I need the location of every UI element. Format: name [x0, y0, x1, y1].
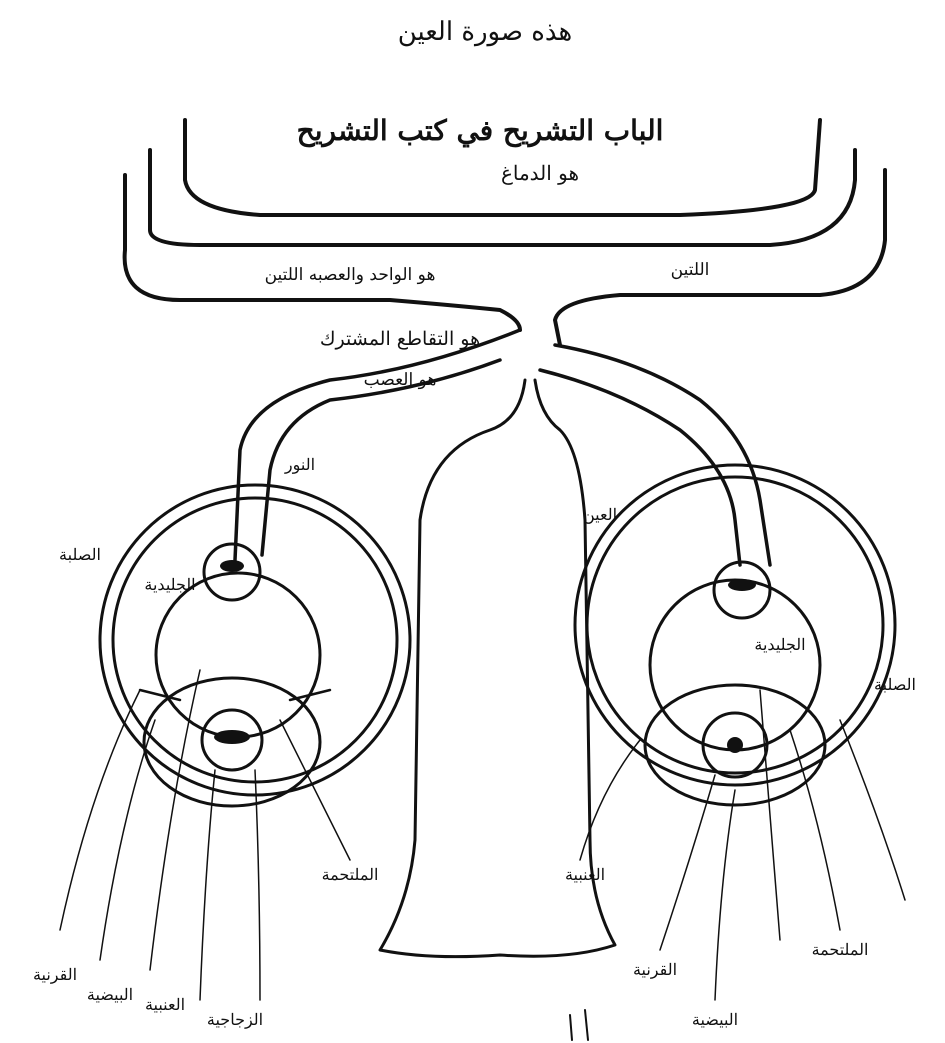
brain-outline [125, 120, 885, 345]
right-eye-upper-dot [728, 579, 756, 591]
left-optic-nerve [235, 330, 520, 560]
right-eye-pupil [727, 737, 743, 753]
left-eye-upper-dot [220, 560, 244, 572]
right-eye-label-4: الملتحمة [812, 940, 869, 959]
main-title: الباب التشريح في كتب التشريح [297, 114, 664, 148]
right-eye-globe [650, 580, 820, 750]
left-eye [100, 485, 410, 806]
heading-text: هذه صورة العين [398, 17, 573, 47]
left-nerve-label: هو الواحد والعصبه اللتين [265, 265, 436, 285]
right-eye-outer-label: الصلبة [874, 675, 916, 694]
left-eye-outer-ring [100, 485, 410, 795]
left-eye-inner-ring [113, 498, 397, 782]
right-eye-label-3: البيضية [692, 1010, 738, 1029]
chiasma-label: هو التقاطع المشترك [320, 328, 480, 350]
left-eye-outer-label: الصلبة [59, 545, 101, 564]
bottom-marks [570, 1010, 588, 1040]
left-eye-lens-label: الجليدية [144, 575, 195, 594]
brain-subtitle: هو الدماغ [501, 161, 579, 185]
left-eye-label-4: الزجاجية [207, 1010, 263, 1029]
left-eye-leader-lines [60, 670, 350, 1000]
left-eye-globe [156, 573, 320, 737]
right-eye-lens-label: الجليدية [754, 635, 805, 654]
left-eye-label-2: البيضية [87, 985, 133, 1004]
left-eye-label-1: القرنية [33, 965, 77, 984]
right-eye-label-1: العنبية [565, 865, 605, 884]
left-eye-label-5: الملتحمة [322, 865, 379, 884]
right-nerve-label: اللتين [671, 260, 710, 280]
left-eye-top-label: النور [284, 455, 315, 474]
right-eye-top-label: العين [583, 505, 617, 524]
left-eye-label-3: العنبية [145, 995, 185, 1014]
left-eye-pupil [214, 730, 250, 744]
right-eye-label-2: القرنية [633, 960, 677, 979]
